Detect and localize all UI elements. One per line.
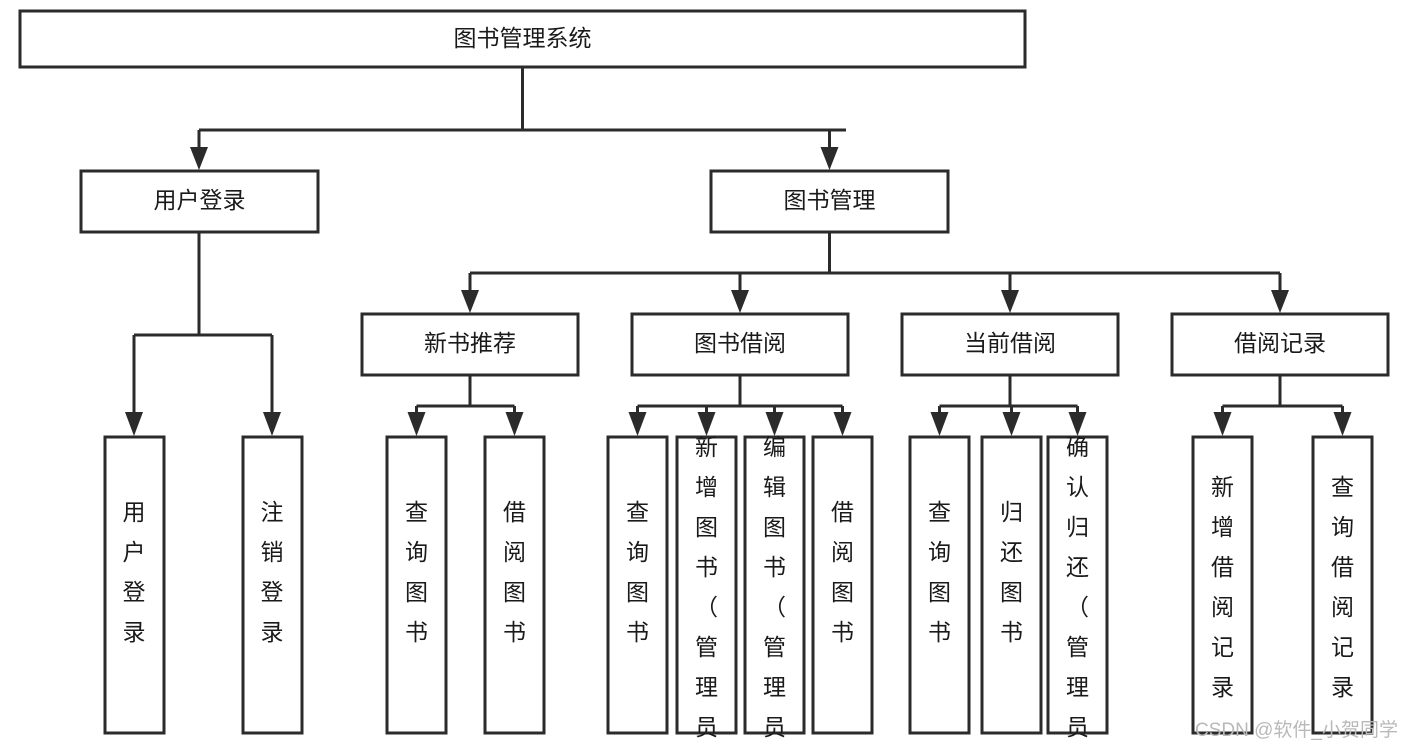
arrow-head-leaf-confirm-return: [1068, 412, 1087, 436]
leaf-box-add-book[interactable]: [675, 435, 738, 735]
node-user-login[interactable]: 用户登录: [79, 169, 320, 234]
arrow-head-record: [1271, 290, 1289, 313]
arrow-head-leaf-add-book: [697, 412, 716, 436]
leaf-label-query-book-current: 查询图书: [928, 499, 951, 645]
node-label-current-borrow: 当前借阅: [964, 330, 1056, 356]
leaf-node-user-login[interactable]: 用户登录: [103, 435, 166, 735]
node-box-new-book-recommend[interactable]: [360, 312, 580, 377]
node-box-book-borrow[interactable]: [630, 312, 850, 377]
arrow-head-leaf-query-record: [1333, 412, 1352, 436]
csdn-watermark: CSDN @软件_小贺同学: [1195, 719, 1398, 741]
arrow-head-leaf-edit-book: [765, 412, 784, 436]
connector-layer: [125, 67, 1352, 436]
node-box-borrow-record[interactable]: [1170, 312, 1390, 377]
leaf-box-borrow-book-borrow[interactable]: [811, 435, 874, 735]
leaf-node-return-book[interactable]: 归还图书: [980, 435, 1043, 735]
arrow-head-borrow: [731, 290, 749, 313]
leaf-box-confirm-return[interactable]: [1046, 435, 1109, 735]
leaf-node-query-borrow-record[interactable]: 查询借阅记录: [1311, 435, 1374, 735]
leaf-label-query-book-borrow: 查询图书: [626, 499, 649, 645]
node-label-new-book-recommend: 新书推荐: [424, 330, 516, 356]
node-label-book-borrow: 图书借阅: [694, 330, 786, 356]
arrow-head-book-mgmt: [820, 147, 839, 170]
arrow-head-user-login: [190, 147, 208, 170]
node-book-borrow[interactable]: 图书借阅: [630, 312, 850, 377]
node-label-book-management: 图书管理: [784, 187, 876, 213]
leaf-box-query-book-newbook[interactable]: [385, 435, 448, 735]
arrow-head-leaf-add-record: [1213, 412, 1232, 436]
leaf-node-confirm-return[interactable]: 确认归还（管理员）: [1046, 434, 1109, 747]
arrow-head-current: [1001, 290, 1019, 313]
node-book-management[interactable]: 图书管理: [709, 169, 950, 234]
leaf-node-borrow-book-newbook[interactable]: 借阅图书: [483, 435, 546, 735]
leaf-box-borrow-book-newbook[interactable]: [483, 435, 546, 735]
node-box-current-borrow[interactable]: [900, 312, 1120, 377]
arrow-head-leaf-borrow-book-2: [833, 412, 852, 436]
leaf-label-query-book-newbook: 查询图书: [405, 499, 428, 645]
node-box-user-login[interactable]: [79, 169, 320, 234]
arrow-head-leaf-logout: [263, 412, 281, 436]
node-box-book-management[interactable]: [709, 169, 950, 234]
leaf-node-query-book-current[interactable]: 查询图书: [908, 435, 971, 735]
node-label-root: 图书管理系统: [454, 25, 592, 51]
leaf-label-user-login: 用户登录: [123, 499, 146, 645]
leaf-label-query-borrow-record: 查询借阅记录: [1331, 474, 1354, 700]
leaf-box-return-book[interactable]: [980, 435, 1043, 735]
arrow-head-leaf-query-book-2: [628, 412, 647, 436]
node-borrow-record[interactable]: 借阅记录: [1170, 312, 1390, 377]
node-box-root[interactable]: [18, 9, 1027, 69]
node-label-user-login: 用户登录: [154, 187, 246, 213]
leaf-label-add-borrow-record: 新增借阅记录: [1211, 474, 1234, 700]
node-root-system[interactable]: 图书管理系统: [18, 9, 1027, 69]
leaf-node-add-borrow-record[interactable]: 新增借阅记录: [1191, 435, 1254, 735]
arrow-head-newbook: [461, 290, 479, 313]
leaf-box-add-borrow-record[interactable]: [1191, 435, 1254, 735]
node-current-borrow[interactable]: 当前借阅: [900, 312, 1120, 377]
leaf-box-query-book-current[interactable]: [908, 435, 971, 735]
leaf-node-add-book[interactable]: 新增图书（管理员）: [675, 434, 738, 747]
arrow-head-leaf-borrow-book-1: [505, 412, 524, 436]
leaf-label-borrow-book-borrow: 借阅图书: [831, 499, 854, 645]
arrow-head-leaf-query-book-1: [407, 412, 426, 436]
leaf-box-edit-book[interactable]: [743, 435, 806, 735]
leaf-label-return-book: 归还图书: [1000, 499, 1023, 645]
arrow-head-leaf-query-book-3: [930, 412, 949, 436]
arrow-head-leaf-return-book: [1002, 412, 1021, 436]
leaf-label-edit-book: 编辑图书（管理员）: [763, 434, 786, 747]
leaf-box-logout[interactable]: [241, 435, 304, 735]
leaf-label-add-book: 新增图书（管理员）: [695, 434, 718, 747]
node-label-borrow-record: 借阅记录: [1234, 330, 1326, 356]
leaf-label-borrow-book-newbook: 借阅图书: [503, 499, 526, 645]
arrow-head-leaf-user-login: [125, 412, 143, 436]
leaf-label-confirm-return: 确认归还（管理员）: [1066, 434, 1089, 747]
leaf-node-logout[interactable]: 注销登录: [241, 435, 304, 735]
leaf-label-logout: 注销登录: [261, 499, 284, 645]
leaf-box-user-login[interactable]: [103, 435, 166, 735]
leaf-box-query-book-borrow[interactable]: [606, 435, 669, 735]
leaf-node-query-book-borrow[interactable]: 查询图书: [606, 435, 669, 735]
leaf-box-query-borrow-record[interactable]: [1311, 435, 1374, 735]
node-new-book-recommend[interactable]: 新书推荐: [360, 312, 580, 377]
leaf-node-query-book-newbook[interactable]: 查询图书: [385, 435, 448, 735]
leaf-node-edit-book[interactable]: 编辑图书（管理员）: [743, 434, 806, 747]
leaf-node-borrow-book-borrow[interactable]: 借阅图书: [811, 435, 874, 735]
